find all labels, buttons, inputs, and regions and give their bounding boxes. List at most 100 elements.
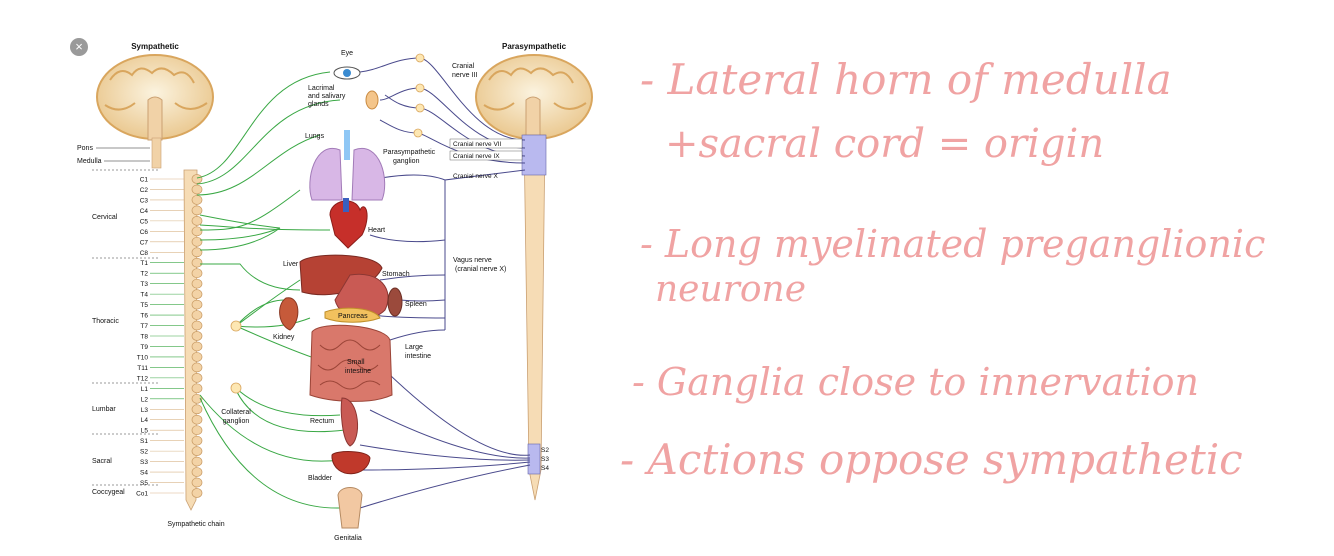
right-sacral-label-s2: S2 bbox=[541, 447, 549, 454]
chain-ganglion bbox=[191, 456, 203, 467]
collateral-ganglia bbox=[230, 320, 242, 394]
region-sacral: Sacral bbox=[92, 458, 112, 465]
close-icon[interactable]: × bbox=[70, 38, 88, 56]
segment-label-s5: S5 bbox=[140, 480, 148, 487]
label-genitalia: Genitalia bbox=[334, 535, 362, 542]
genitalia-illustration bbox=[337, 487, 363, 529]
label-stomach: Stomach bbox=[382, 271, 410, 278]
segment-label-t5: T5 bbox=[140, 302, 148, 309]
note-line-3: - Long myelinated preganglionic bbox=[640, 222, 1266, 266]
segment-label-c8: C8 bbox=[140, 250, 149, 257]
label-liver: Liver bbox=[283, 261, 299, 268]
segment-label-c4: C4 bbox=[140, 208, 149, 215]
chain-ganglion bbox=[191, 226, 203, 237]
label-pancreas: Pancreas bbox=[338, 313, 368, 320]
segment-label-t11: T11 bbox=[137, 365, 148, 372]
pancreas-illustration bbox=[324, 307, 381, 323]
segment-label-l1: L1 bbox=[141, 386, 149, 393]
chain-ganglion bbox=[191, 373, 203, 383]
chain-ganglion bbox=[191, 257, 203, 268]
chain-ganglion bbox=[191, 404, 203, 415]
chain-ganglion bbox=[191, 195, 203, 205]
region-lumbar: Lumbar bbox=[92, 406, 116, 413]
chain-ganglion bbox=[191, 289, 203, 299]
note-line-5: - Ganglia close to innervation bbox=[632, 360, 1200, 404]
chain-ganglion bbox=[191, 435, 203, 446]
note-line-2: +sacral cord = origin bbox=[665, 121, 1105, 167]
rectum-illustration bbox=[340, 397, 359, 447]
region-medulla: Medulla bbox=[77, 158, 102, 165]
segment-label-c2: C2 bbox=[140, 187, 149, 194]
label-spleen: Spleen bbox=[405, 301, 427, 308]
chain-ganglion bbox=[191, 174, 203, 184]
note-line-6: - Actions oppose sympathetic bbox=[620, 435, 1243, 484]
parasympathetic-title: Parasympathetic bbox=[502, 42, 567, 51]
region-cervical: Cervical bbox=[92, 214, 118, 221]
parasympathetic-ganglia bbox=[413, 53, 425, 138]
segment-label-c1: C1 bbox=[140, 177, 149, 184]
region-thoracic: Thoracic bbox=[92, 318, 119, 325]
segment-label-c6: C6 bbox=[140, 229, 149, 236]
segment-label-co1: Co1 bbox=[136, 491, 148, 498]
label-heart: Heart bbox=[368, 227, 385, 234]
segment-labels: C1C2C3C4C5C6C7C8T1T2T3T4T5T6T7T8T9T10T11… bbox=[92, 169, 184, 498]
note-line-1: - Lateral horn of medulla bbox=[640, 55, 1172, 104]
cranial-nuclei-box bbox=[521, 134, 547, 176]
chain-ganglion bbox=[191, 393, 203, 404]
segment-label-c7: C7 bbox=[140, 239, 149, 246]
chain-ganglion bbox=[191, 477, 203, 488]
salivary-glands-illustration bbox=[365, 90, 379, 110]
sympathetic-chain bbox=[191, 174, 203, 498]
segment-label-t8: T8 bbox=[140, 334, 148, 341]
sympathetic-chain-label: Sympathetic chain bbox=[167, 521, 224, 528]
label-cranial-x: Cranial nerve X bbox=[453, 173, 498, 180]
chain-ganglion bbox=[191, 467, 203, 477]
label-bladder: Bladder bbox=[308, 475, 333, 482]
segment-label-s1: S1 bbox=[140, 438, 148, 445]
chain-ganglion bbox=[191, 247, 203, 258]
segment-label-s4: S4 bbox=[140, 470, 148, 477]
heart-illustration bbox=[329, 198, 368, 249]
spleen-illustration bbox=[387, 287, 403, 317]
label-eye: Eye bbox=[341, 50, 353, 57]
chain-ganglion bbox=[191, 425, 203, 436]
label-lungs: Lungs bbox=[305, 133, 325, 140]
chain-ganglion bbox=[191, 352, 203, 362]
left-brain-illustration bbox=[96, 54, 214, 169]
segment-label-t2: T2 bbox=[140, 271, 148, 278]
segment-label-t12: T12 bbox=[137, 375, 149, 382]
chain-ganglion bbox=[191, 341, 203, 352]
note-line-4: neurone bbox=[655, 269, 807, 310]
chain-ganglion bbox=[191, 184, 203, 195]
segment-label-t6: T6 bbox=[140, 313, 148, 320]
segment-label-t4: T4 bbox=[140, 292, 148, 299]
segment-label-l5: L5 bbox=[141, 428, 149, 435]
label-vagus-nerve: Vagus nerve(cranial nerve X) bbox=[453, 257, 506, 273]
segment-label-t3: T3 bbox=[140, 281, 148, 288]
autonomic-nervous-system-diagram: Sympathetic Parasympathetic C1C2C3C4C5C6… bbox=[77, 42, 593, 542]
chain-ganglion bbox=[191, 414, 203, 425]
segment-label-t9: T9 bbox=[140, 344, 148, 351]
chain-ganglion bbox=[191, 362, 203, 373]
segment-label-t7: T7 bbox=[140, 323, 148, 330]
chain-ganglion bbox=[191, 320, 203, 331]
sympathetic-title: Sympathetic bbox=[131, 42, 179, 51]
kidney-illustration bbox=[279, 297, 299, 331]
label-rectum: Rectum bbox=[310, 418, 334, 425]
right-brain-illustration bbox=[475, 54, 593, 141]
chain-ganglion bbox=[191, 383, 203, 394]
segment-label-t1: T1 bbox=[140, 260, 148, 267]
intestines-illustration bbox=[309, 324, 393, 402]
segment-label-l4: L4 bbox=[141, 417, 149, 424]
chain-ganglion bbox=[191, 488, 203, 498]
sacral-nuclei-box bbox=[527, 443, 541, 475]
chain-ganglion bbox=[191, 446, 203, 456]
chain-ganglion bbox=[191, 299, 203, 310]
segment-label-c5: C5 bbox=[140, 218, 149, 225]
